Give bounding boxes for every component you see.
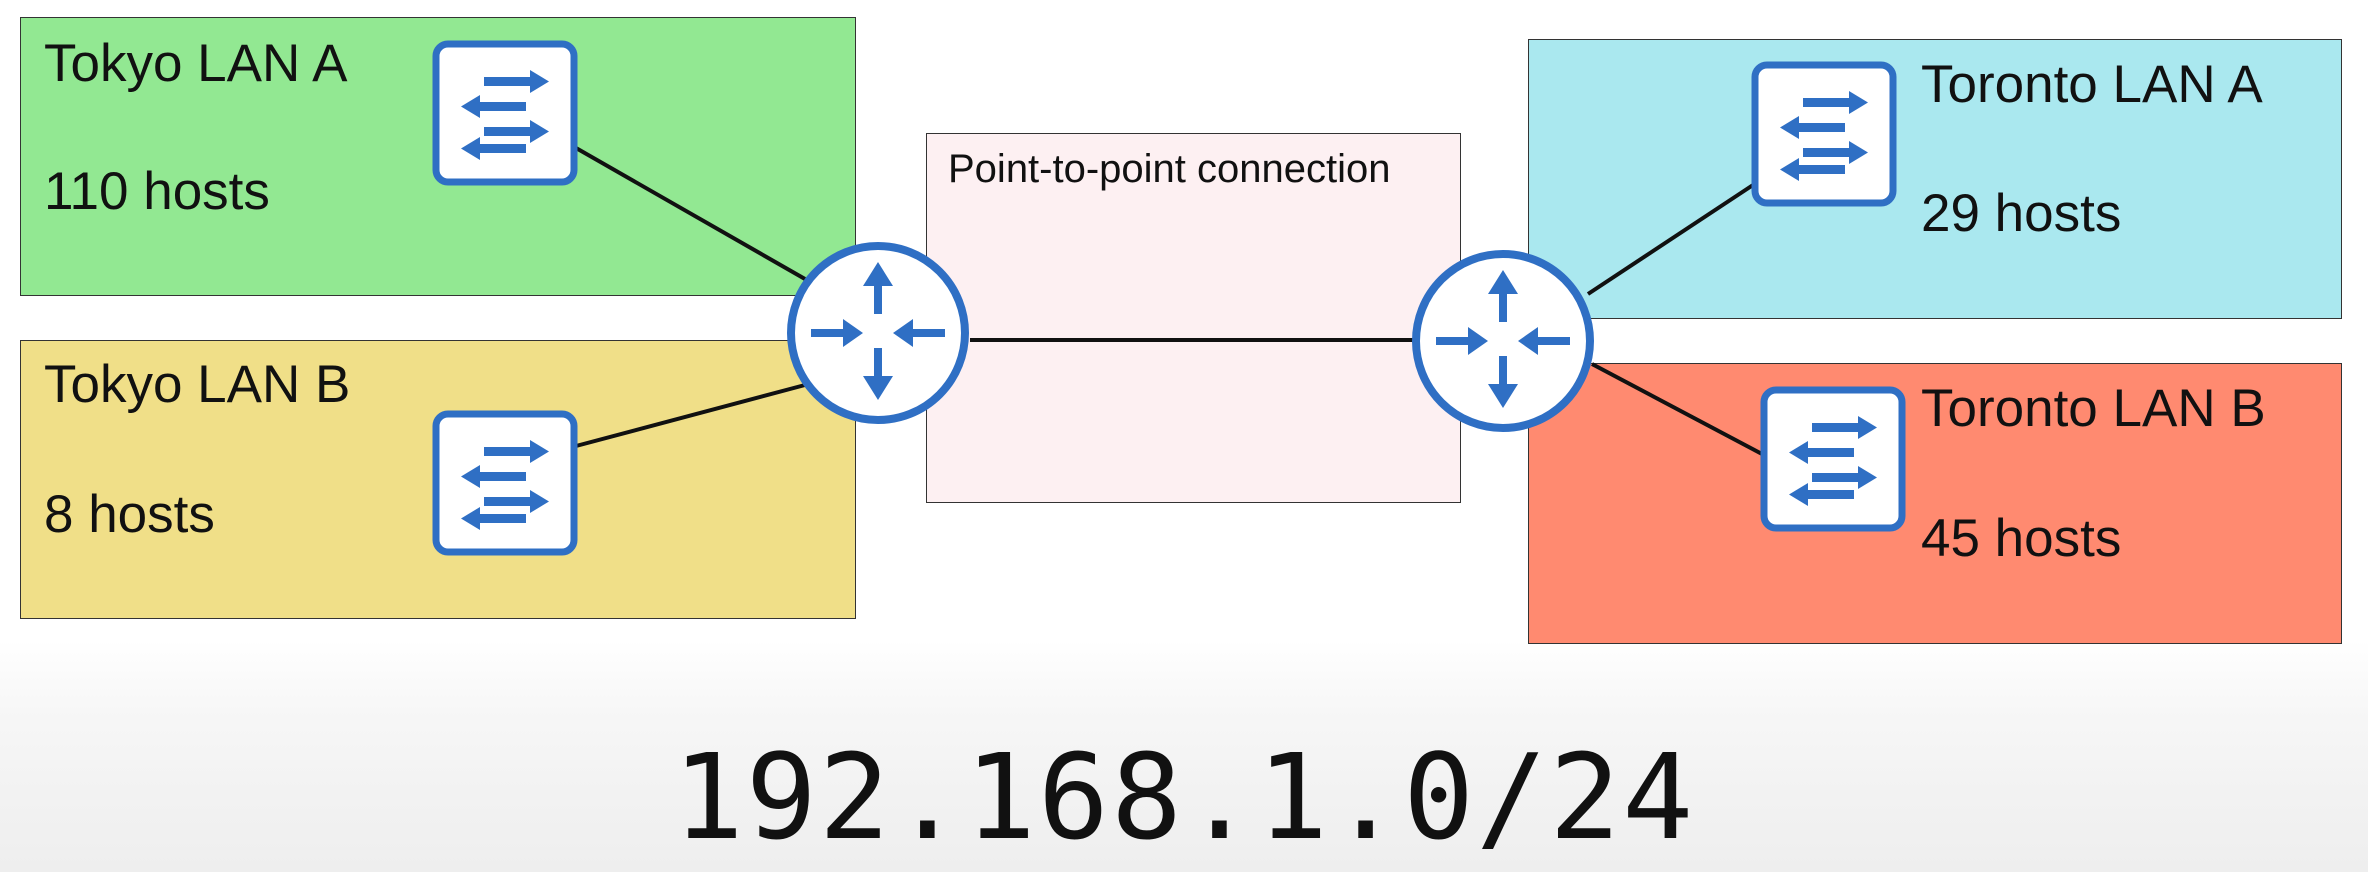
network-address: 192.168.1.0/24 (672, 728, 1696, 866)
link-toronto-a-router (1586, 183, 1755, 296)
tokyo-lan-b-switch-icon (432, 410, 578, 556)
link-tokyo-b-router (575, 383, 806, 448)
toronto-lan-a-zone (1528, 39, 2342, 319)
tokyo-router-icon (787, 242, 969, 424)
toronto-lan-a-title: Toronto LAN A (1921, 55, 2263, 114)
tokyo-lan-a-title: Tokyo LAN A (44, 34, 348, 93)
tokyo-lan-b-hosts: 8 hosts (44, 485, 215, 544)
toronto-lan-a-hosts: 29 hosts (1921, 184, 2122, 243)
toronto-lan-b-switch-icon (1760, 386, 1906, 532)
point-to-point-label: Point-to-point connection (948, 147, 1391, 191)
toronto-lan-b-hosts: 45 hosts (1921, 509, 2122, 568)
tokyo-lan-a-switch-icon (432, 40, 578, 186)
point-to-point-zone (926, 133, 1461, 503)
link-tokyo-a-router (575, 146, 806, 281)
tokyo-lan-a-hosts: 110 hosts (44, 162, 270, 221)
toronto-lan-b-title: Toronto LAN B (1921, 379, 2266, 438)
toronto-router-icon (1412, 250, 1594, 432)
tokyo-lan-b-title: Tokyo LAN B (44, 355, 351, 414)
toronto-lan-b-zone (1528, 363, 2342, 644)
link-toronto-b-router (1591, 362, 1763, 456)
toronto-lan-a-switch-icon (1751, 61, 1897, 207)
